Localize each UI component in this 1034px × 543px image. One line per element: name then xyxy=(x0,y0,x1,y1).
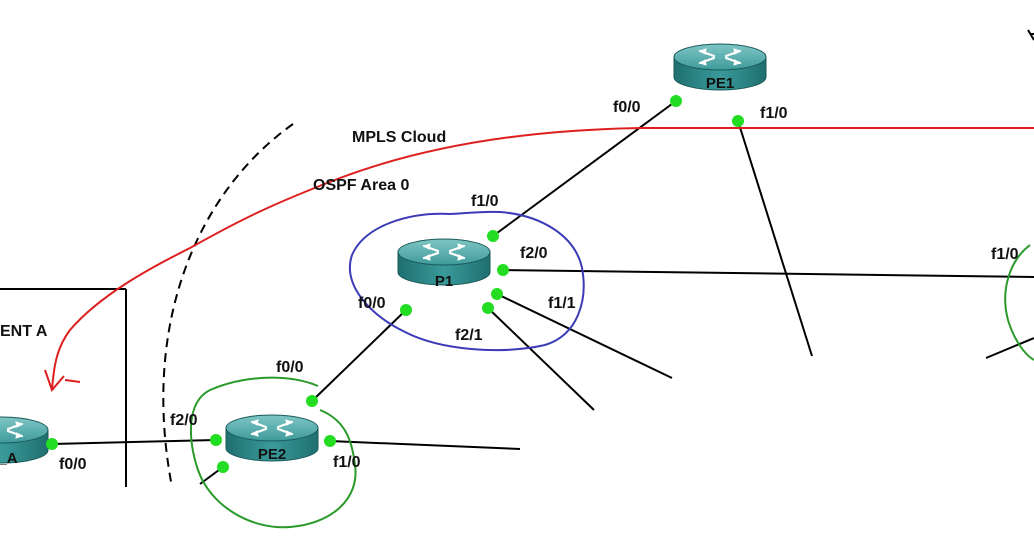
router-pe1-name: PE1 xyxy=(706,75,734,92)
router-ce-a[interactable]: _A xyxy=(0,415,50,467)
iface-label-p1-f11: f1/1 xyxy=(548,295,576,312)
iface-label-pe1-f00: f0/0 xyxy=(613,99,641,116)
router-ce-a-name: _A xyxy=(0,450,18,467)
client-site-label: ENT A xyxy=(0,323,48,340)
router-pe2[interactable]: PE2 xyxy=(224,413,320,463)
port-p1-f10[interactable] xyxy=(487,230,499,242)
iface-label-p1-f00: f0/0 xyxy=(358,295,386,312)
port-p1-f00[interactable] xyxy=(400,304,412,316)
router-pe2-name: PE2 xyxy=(258,446,286,463)
link-right-edge xyxy=(985,337,1034,359)
router-p1-name: P1 xyxy=(435,273,453,290)
iface-label-pe2-f00: f0/0 xyxy=(276,359,304,376)
pe2-highlight-circle xyxy=(189,376,357,529)
iface-label-right-f10: f1/0 xyxy=(991,246,1019,263)
iface-label-p1-f10: f1/0 xyxy=(471,193,499,210)
port-p1-f21[interactable] xyxy=(482,302,494,314)
port-pe2-f20[interactable] xyxy=(210,434,222,446)
iface-label-p1-f21: f2/1 xyxy=(455,327,483,344)
p1-highlight-circle xyxy=(349,210,585,352)
link-p1-f11 xyxy=(496,293,673,379)
iface-label-pe1-f10: f1/0 xyxy=(760,105,788,122)
link-p1-pe2 xyxy=(311,309,407,402)
mpls-cloud-label: MPLS Cloud xyxy=(352,129,446,146)
link-pe2-f10 xyxy=(329,440,521,450)
iface-label-p1-f20: f2/0 xyxy=(520,245,548,262)
port-p1-f20[interactable] xyxy=(497,264,509,276)
iface-label-ce-f00: f0/0 xyxy=(59,456,87,473)
port-ce-f00[interactable] xyxy=(46,438,58,450)
port-pe2-f10[interactable] xyxy=(324,435,336,447)
provider-edge-boundary-arc xyxy=(162,123,294,488)
router-pe1[interactable]: PE1 xyxy=(672,42,768,92)
link-ce-pe2 xyxy=(51,439,217,445)
port-p1-f11[interactable] xyxy=(491,288,503,300)
link-p1-f21 xyxy=(487,307,595,411)
port-pe2-down[interactable] xyxy=(217,461,229,473)
port-pe1-f10[interactable] xyxy=(732,115,744,127)
link-p1-f20 xyxy=(502,269,1034,278)
link-pe1-f10 xyxy=(737,120,813,357)
iface-label-pe2-f10: f1/0 xyxy=(333,454,361,471)
port-pe1-f00[interactable] xyxy=(670,95,682,107)
iface-label-pe2-f20: f2/0 xyxy=(170,412,198,429)
link-pe1-p1 xyxy=(492,100,677,237)
mpls-annotation-arrow xyxy=(44,127,1034,392)
interface-ports xyxy=(46,95,744,473)
client-site-boundary xyxy=(0,288,127,487)
right-highlight-circle xyxy=(1004,244,1034,361)
ospf-area-label: OSPF Area 0 xyxy=(313,177,409,194)
port-pe2-f00[interactable] xyxy=(306,395,318,407)
router-p1[interactable]: P1 xyxy=(396,237,492,290)
